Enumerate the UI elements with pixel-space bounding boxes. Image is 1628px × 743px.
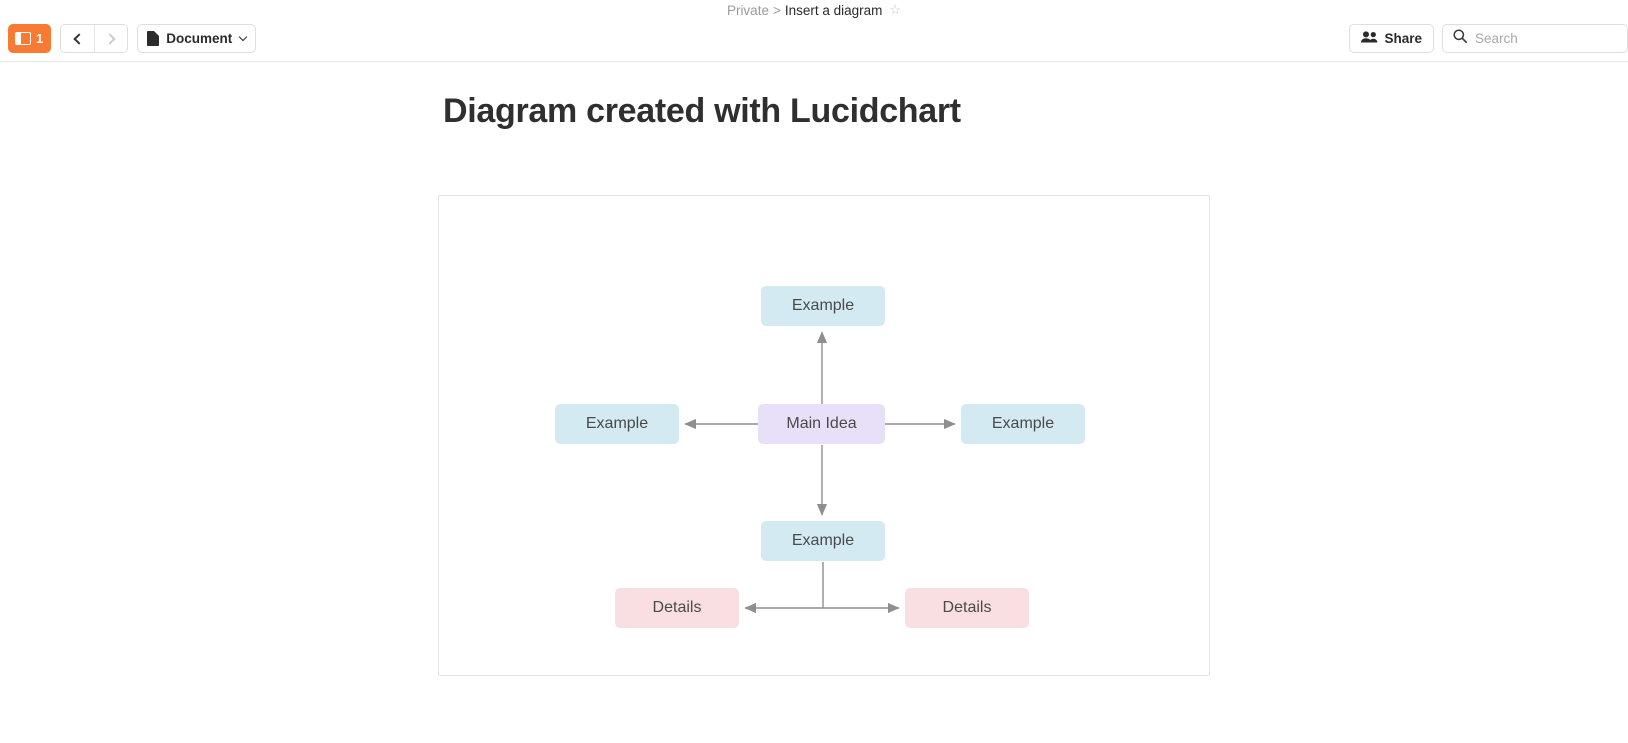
toolbar-right-group: Share [1349,24,1628,53]
search-icon [1453,29,1468,48]
node-label: Main Idea [786,415,857,432]
search-field[interactable] [1442,24,1628,53]
share-button-label: Share [1384,31,1422,46]
diagram-node-details-right[interactable]: Details [905,588,1029,628]
breadcrumb: Private>Insert a diagram ☆ [0,0,1628,21]
breadcrumb-separator: > [772,3,781,18]
chevron-left-icon [73,32,85,45]
diagram-canvas[interactable]: Example Example Main Idea Example Exampl… [439,196,1209,675]
chevron-right-icon [104,32,116,45]
diagram-node-details-left[interactable]: Details [615,588,739,628]
share-button[interactable]: Share [1349,24,1434,53]
document-dropdown-button[interactable]: Document [137,24,257,53]
document-page-icon [147,31,160,46]
sidebar-panel-icon [15,32,31,45]
sidebar-toggle-button[interactable]: 1 [8,24,52,53]
breadcrumb-parent[interactable]: Private [726,3,769,18]
diagram-node-main-idea[interactable]: Main Idea [758,404,885,444]
node-label: Example [791,532,855,549]
diagram-container[interactable]: Example Example Main Idea Example Exampl… [438,195,1210,676]
diagram-node-left[interactable]: Example [555,404,679,444]
diagram-node-top[interactable]: Example [761,286,885,326]
page-title: Diagram created with Lucidchart [443,92,961,130]
panel-count-label: 1 [36,31,44,46]
search-input[interactable] [1475,31,1617,46]
node-label: Example [991,415,1055,432]
chevron-down-icon [239,32,248,42]
navigation-group [60,24,129,53]
nav-forward-button[interactable] [94,25,128,52]
diagram-node-bottom[interactable]: Example [761,521,885,561]
nav-back-button[interactable] [61,25,95,52]
node-label: Details [652,599,702,616]
breadcrumb-current[interactable]: Insert a diagram [784,3,883,18]
star-outline-icon[interactable]: ☆ [889,2,902,17]
people-icon [1361,31,1378,46]
toolbar-left-group: 1 Document [8,24,257,53]
diagram-node-right[interactable]: Example [961,404,1085,444]
document-dropdown-label: Document [166,31,233,46]
node-label: Details [942,599,992,616]
node-label: Example [791,297,855,314]
node-label: Example [585,415,649,432]
top-toolbar: Private>Insert a diagram ☆ 1 Document [0,0,1628,62]
